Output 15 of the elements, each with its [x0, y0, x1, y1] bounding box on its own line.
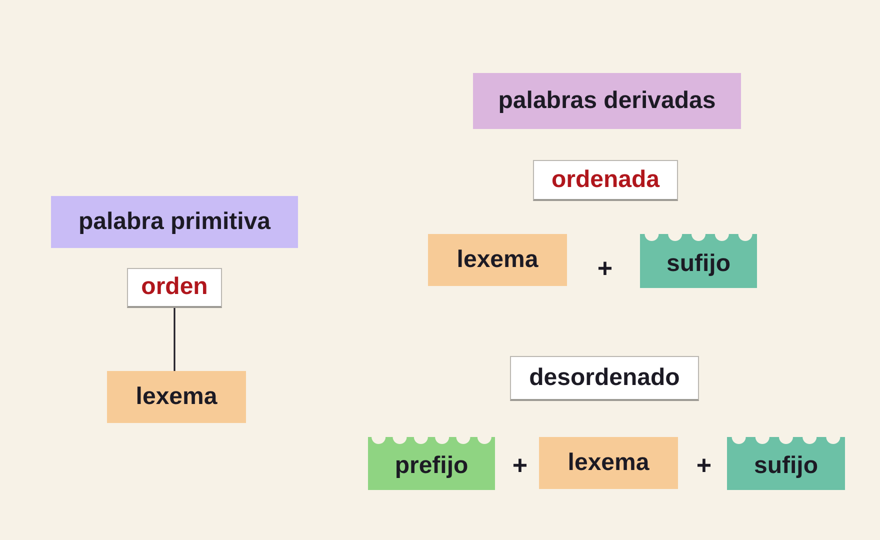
plus-sign: +	[696, 452, 712, 478]
lexeme-tile: lexema	[539, 437, 678, 489]
heading-box: palabras derivadas	[473, 73, 741, 129]
word-card: orden	[127, 268, 222, 308]
lexeme-tile: lexema	[428, 234, 567, 286]
word-card: desordenado	[510, 356, 699, 401]
plus-sign: +	[512, 452, 528, 478]
scalloped-tile: sufijo	[640, 234, 757, 288]
heading-box: palabra primitiva	[51, 196, 298, 248]
plus-sign: +	[597, 255, 613, 281]
lexeme-tile: lexema	[107, 371, 246, 423]
scalloped-tile: prefijo	[368, 437, 495, 490]
word-card: ordenada	[533, 160, 678, 201]
connector-line	[174, 308, 176, 371]
scalloped-tile: sufijo	[727, 437, 845, 490]
